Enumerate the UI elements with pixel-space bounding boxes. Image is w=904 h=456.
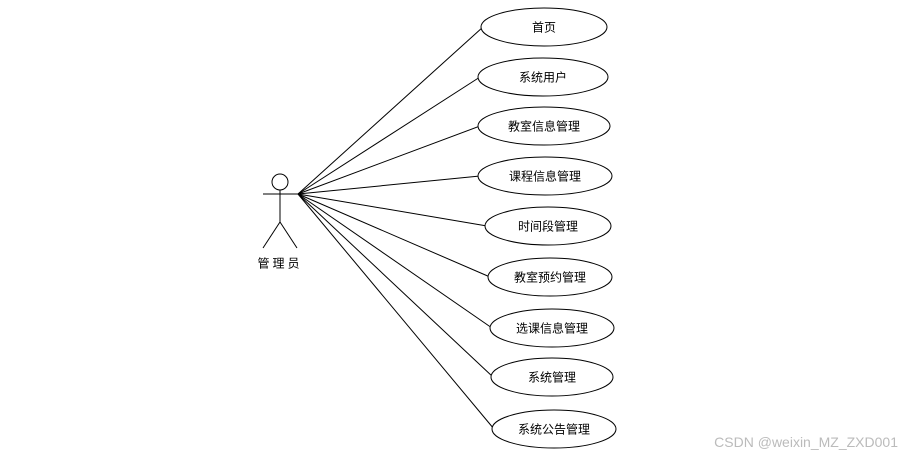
use-case-label: 教室信息管理 [507,119,581,134]
association-line [297,193,488,227]
actor-right-leg [279,221,298,249]
use-case-ellipse [489,308,615,348]
association-line [297,175,481,195]
use-case-label: 首页 [531,20,557,35]
use-case-ellipse [480,7,608,47]
use-case-ellipse [484,206,612,246]
use-case-ellipse [490,357,614,397]
use-case-ellipse [477,57,609,97]
use-case-label: 系统用户 [518,70,568,85]
association-line [297,26,484,195]
use-case-label: 教室预约管理 [513,270,587,285]
use-case-ellipse [487,257,613,297]
use-case-label: 课程信息管理 [508,169,582,184]
use-case-label: 系统公告管理 [517,422,591,437]
use-case-label: 系统管理 [527,370,577,385]
actor-figure [262,173,298,249]
association-line [297,193,491,278]
association-line [297,76,481,195]
association-line [297,193,495,430]
use-case-label: 时间段管理 [517,219,579,234]
association-line [297,193,493,329]
actor-head [271,173,289,191]
use-case-ellipse [477,106,611,146]
association-line [297,125,481,195]
use-case-ellipse [491,409,617,449]
actor-label: 管理员 [257,256,303,271]
association-line [297,193,494,378]
actor-left-leg [262,221,281,249]
use-case-label: 选课信息管理 [515,321,589,336]
use-case-ellipse [477,156,613,196]
watermark: CSDN @weixin_MZ_ZXD001 [714,434,898,450]
